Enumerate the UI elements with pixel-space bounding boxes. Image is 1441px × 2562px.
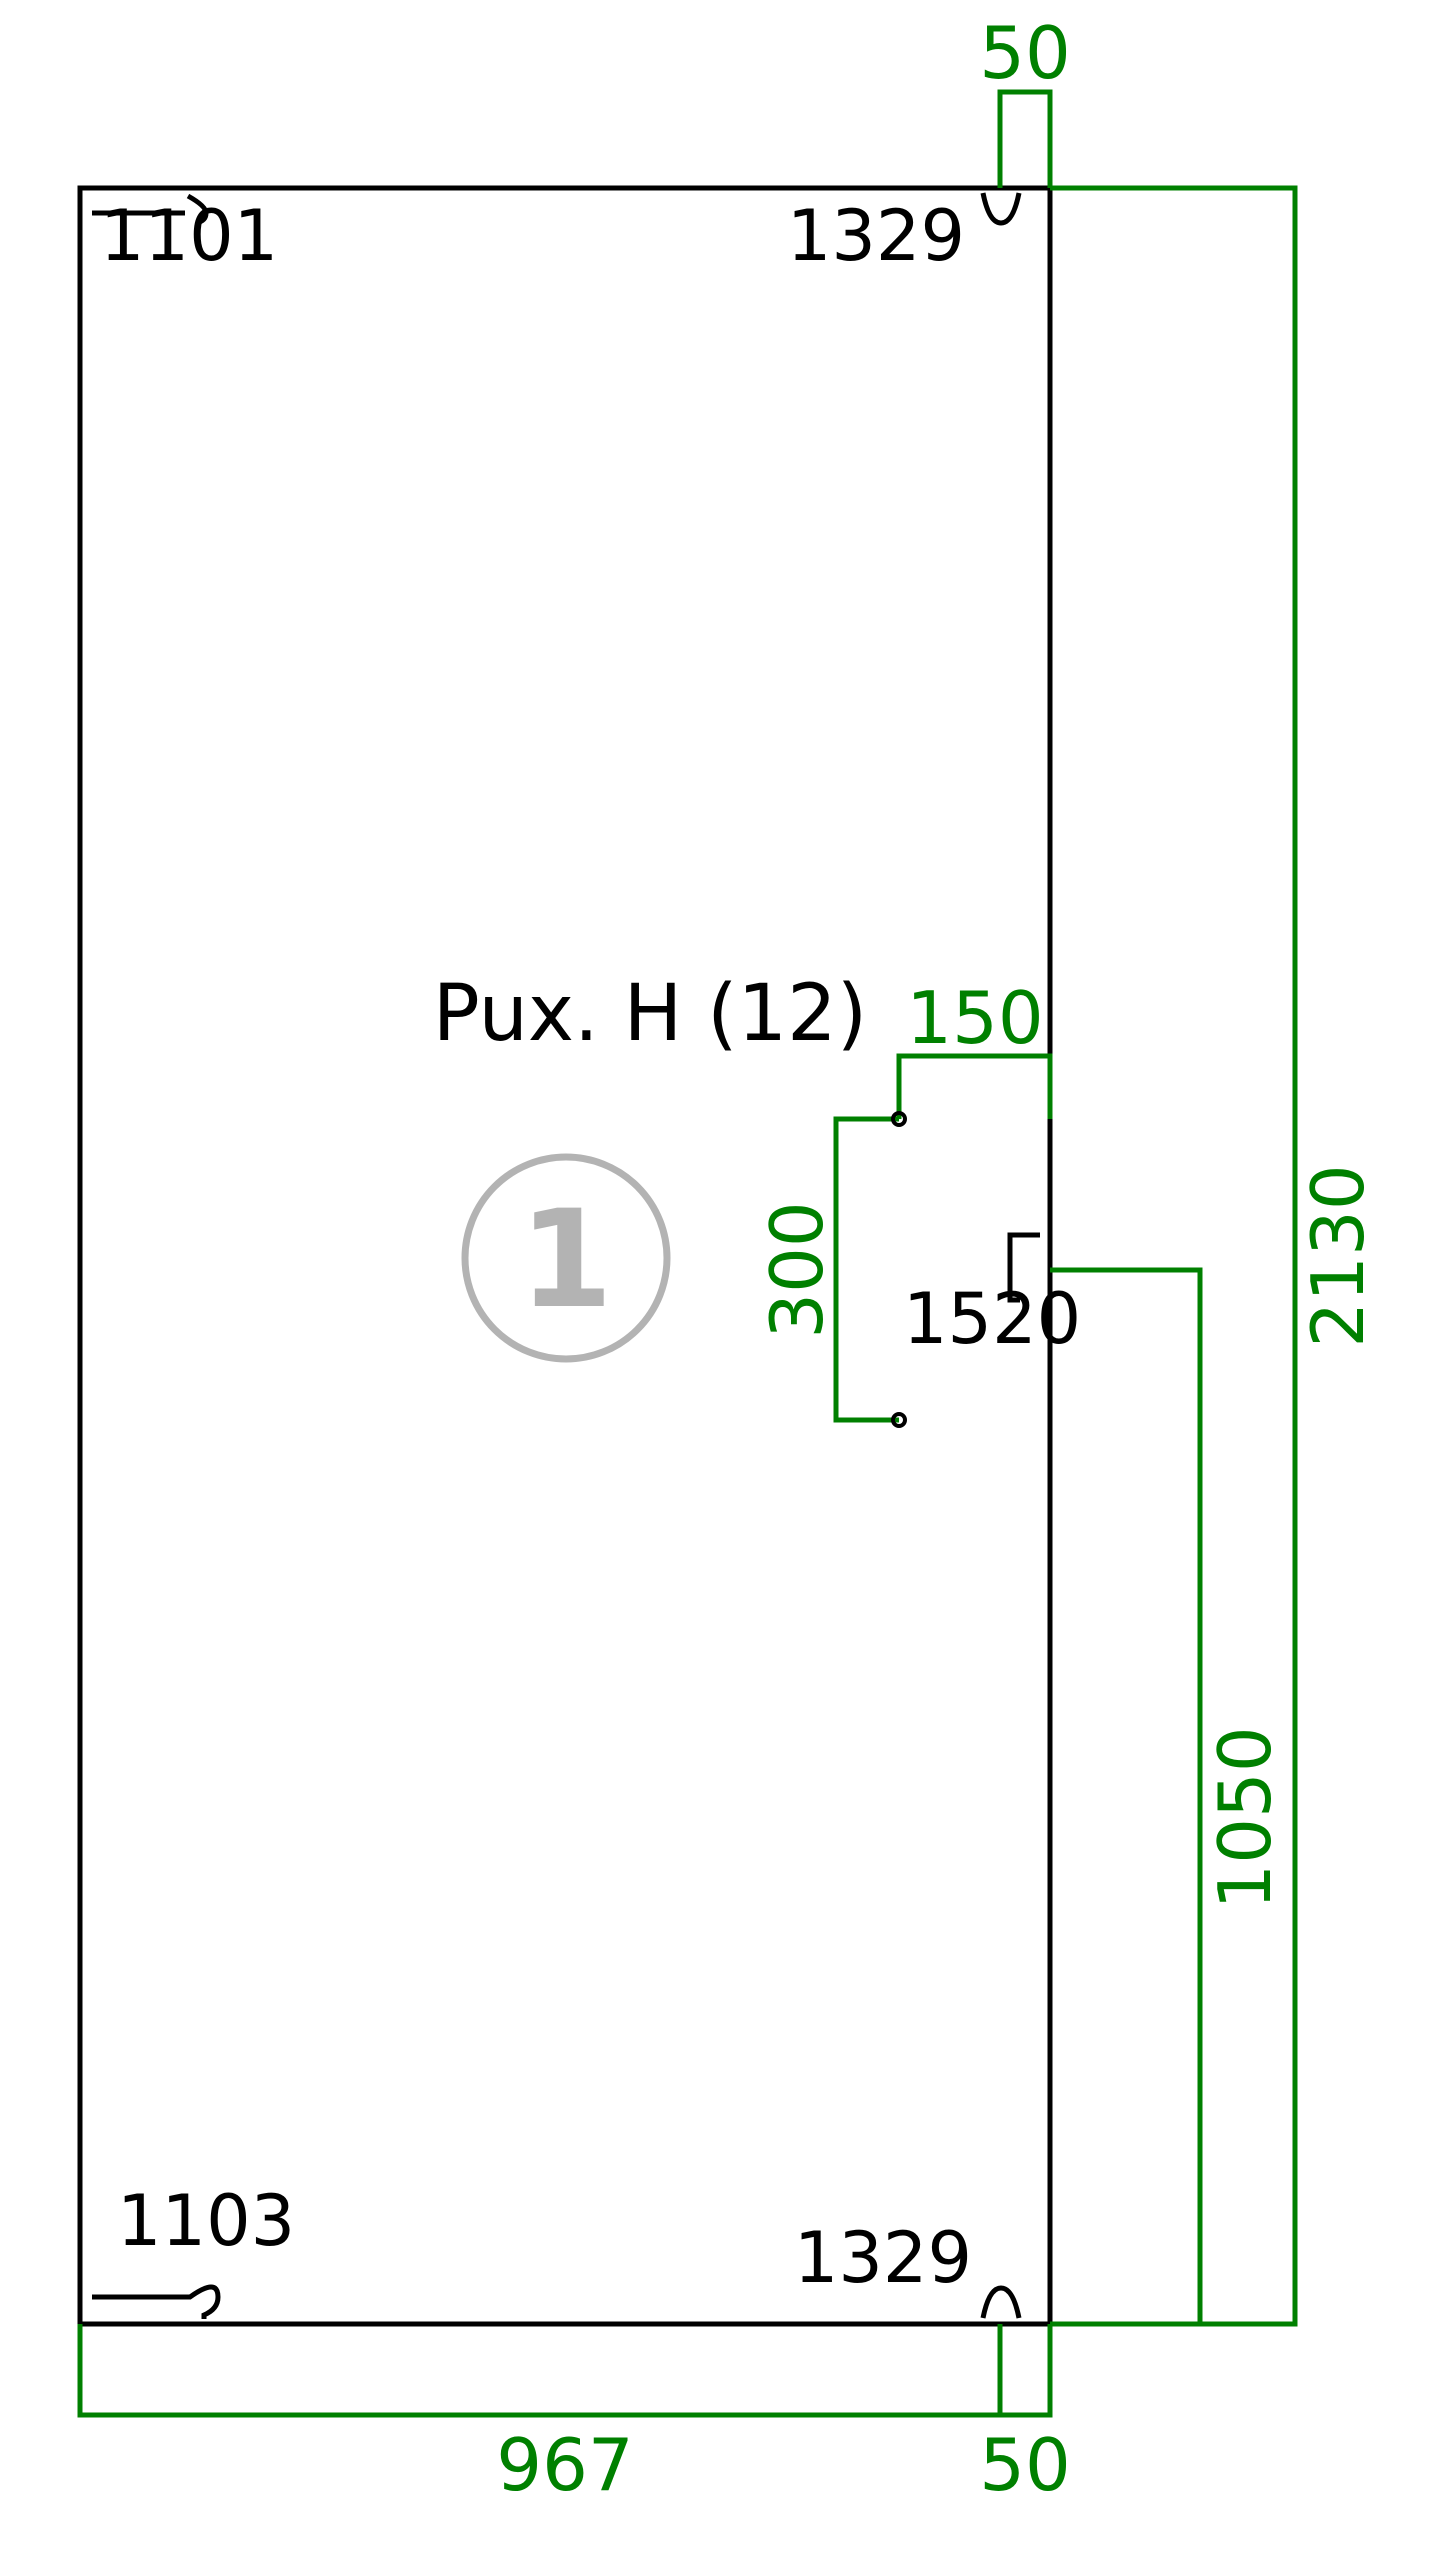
dim-hole-spacing-line (833, 1116, 899, 1423)
label-bottom-left: 1103 (117, 2180, 295, 2262)
dim-width: 967 (496, 2423, 633, 2507)
hole-bottom-icon (891, 1412, 907, 1428)
dim-height: 2130 (1296, 1164, 1380, 1347)
part-badge (461, 1153, 671, 1363)
dim-top-offset-line (997, 89, 1053, 188)
panel-outline (77, 185, 1053, 2327)
corner-mark-bottom-left-icon (92, 2284, 221, 2319)
dim-handle-depth-line (896, 1053, 1053, 1119)
hinge-bottom-icon (980, 2285, 1022, 2319)
dim-width-line (77, 2324, 1053, 2418)
corner-mark-top-left-icon (92, 193, 209, 226)
dim-handle-depth: 150 (906, 976, 1043, 1060)
label-bottom-right: 1329 (794, 2217, 972, 2299)
label-top-right: 1329 (787, 195, 965, 277)
part-title: Pux. H (12) (433, 969, 867, 1059)
hole-top-icon (891, 1111, 907, 1127)
dim-top-offset: 50 (979, 11, 1071, 95)
label-handle: 1520 (903, 1278, 1081, 1360)
hinge-top-icon (980, 192, 1022, 226)
dim-hole-spacing: 300 (755, 1201, 839, 1338)
part-badge-number: 1 (519, 1181, 613, 1338)
handle-icon (1007, 1232, 1040, 1303)
dim-height-line (1050, 185, 1298, 2327)
dim-handle-height: 1050 (1203, 1726, 1287, 1909)
dim-bottom-offset: 50 (979, 2423, 1071, 2507)
dim-handle-height-line (1050, 1267, 1203, 2324)
label-top-left: 1101 (100, 195, 278, 277)
